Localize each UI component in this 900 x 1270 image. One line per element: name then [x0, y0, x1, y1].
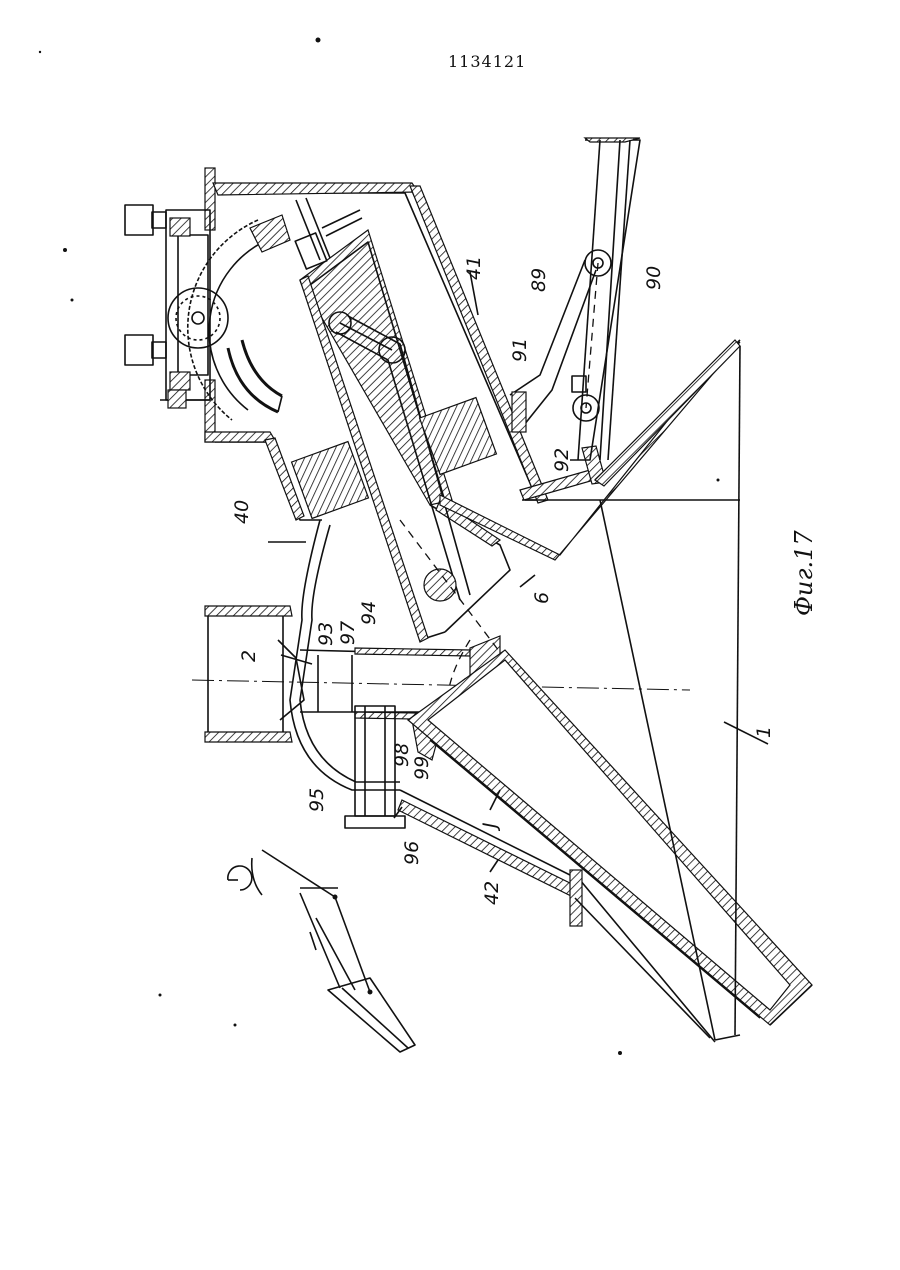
callout-labels: 40 41 89 90 91 92 6 2 93 97 94 98 99 95 … — [231, 256, 775, 905]
drive-gear-assembly — [125, 168, 290, 442]
callout-96: 96 — [401, 841, 423, 865]
callout-90: 90 — [643, 266, 665, 290]
callout-99: 99 — [411, 756, 433, 780]
callout-40: 40 — [231, 500, 253, 524]
callout-1: 1 — [753, 726, 775, 738]
conveyor — [510, 138, 640, 460]
document-number: 1134121 — [448, 52, 526, 71]
callout-6: 6 — [531, 592, 553, 604]
callout-41: 41 — [463, 256, 485, 280]
callout-93: 93 — [315, 622, 337, 646]
callout-98: 98 — [391, 743, 413, 767]
callout-42: 42 — [481, 881, 503, 905]
callout-2: 2 — [238, 650, 260, 662]
callout-92: 92 — [551, 448, 573, 472]
callout-91: 91 — [509, 338, 531, 362]
callout-94: 94 — [358, 601, 380, 625]
callout-95: 95 — [306, 788, 328, 812]
lever-sketch — [228, 850, 415, 1052]
figure-caption: Фиг.17 — [790, 530, 818, 616]
callout-89: 89 — [528, 268, 550, 292]
callout-97: 97 — [337, 621, 359, 645]
